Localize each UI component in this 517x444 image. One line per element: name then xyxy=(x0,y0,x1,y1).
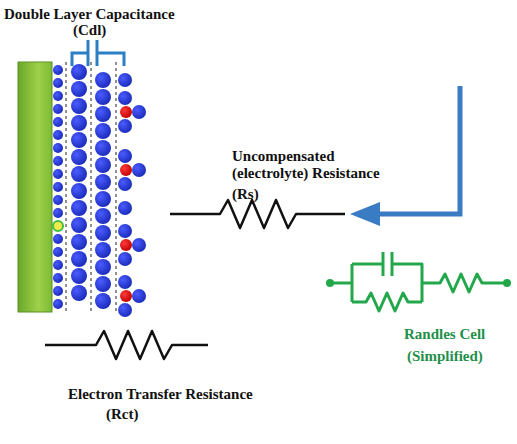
ion-sphere xyxy=(95,140,111,156)
ion-sphere xyxy=(71,132,87,148)
ion-sphere xyxy=(71,149,87,165)
ion-sphere xyxy=(118,252,132,266)
ion-sphere xyxy=(53,195,63,205)
ion-sphere xyxy=(53,130,63,140)
ion-sphere xyxy=(53,234,63,244)
resistance-label: Uncompensated (electrolyte) Resistance xyxy=(232,148,404,182)
ion-spheres xyxy=(53,64,146,317)
ion-sphere xyxy=(53,273,63,283)
ion-sphere xyxy=(118,119,132,133)
resistance-label: Electron Transfer Resistance xyxy=(68,386,253,403)
ion-sphere xyxy=(118,303,132,317)
ion-sphere xyxy=(53,221,63,231)
ion-sphere xyxy=(71,183,87,199)
ion-sphere xyxy=(95,293,111,309)
ion-sphere xyxy=(95,89,111,105)
resistor-symbol xyxy=(170,200,345,228)
ion-sphere xyxy=(71,200,87,216)
ion-sphere xyxy=(53,286,63,296)
ion-sphere xyxy=(132,289,146,303)
ion-sphere xyxy=(53,260,63,270)
ion-sphere xyxy=(132,238,146,252)
capacitance-label: Double Layer Capacitance xyxy=(4,6,175,23)
resistor-symbol xyxy=(45,331,208,359)
ion-sphere xyxy=(71,268,87,284)
ion-sphere xyxy=(53,169,63,179)
ion-sphere xyxy=(53,104,63,114)
ion-sphere xyxy=(53,208,63,218)
ion-sphere xyxy=(53,247,63,257)
ion-sphere xyxy=(95,259,111,275)
diffuse-layer-plane xyxy=(116,62,117,312)
ion-sphere xyxy=(118,91,132,105)
symbol-label: (Rct) xyxy=(106,406,138,423)
ion-sphere xyxy=(53,65,63,75)
ion-sphere xyxy=(71,234,87,250)
pointer-arrow xyxy=(378,86,460,214)
ion-sphere xyxy=(118,73,132,87)
outer-helmholtz-plane xyxy=(91,62,92,312)
ion-sphere xyxy=(120,290,132,302)
ion-sphere xyxy=(53,156,63,166)
circuit-label: (Simplified) xyxy=(407,348,483,365)
ion-sphere xyxy=(95,242,111,258)
ion-sphere xyxy=(120,164,132,176)
randles-circuit xyxy=(330,252,506,311)
ion-sphere xyxy=(95,157,111,173)
ion-sphere xyxy=(71,81,87,97)
ion-sphere xyxy=(71,64,87,80)
ion-sphere xyxy=(95,191,111,207)
ion-sphere xyxy=(95,72,111,88)
ion-sphere xyxy=(71,217,87,233)
ion-sphere xyxy=(132,105,146,119)
ion-sphere xyxy=(118,224,132,238)
ion-sphere xyxy=(53,299,63,309)
ion-sphere xyxy=(95,276,111,292)
ion-sphere xyxy=(118,177,132,191)
symbol-label: (Rs) xyxy=(232,186,259,203)
ion-sphere xyxy=(71,98,87,114)
ion-sphere xyxy=(95,225,111,241)
ion-sphere xyxy=(53,117,63,127)
ion-sphere xyxy=(71,166,87,182)
ion-sphere xyxy=(71,251,87,267)
ion-sphere xyxy=(71,285,87,301)
ion-sphere xyxy=(95,106,111,122)
ion-sphere xyxy=(71,115,87,131)
ion-sphere xyxy=(53,91,63,101)
ion-sphere xyxy=(95,174,111,190)
electrode xyxy=(18,62,52,312)
ion-sphere xyxy=(120,106,132,118)
terminal-dot xyxy=(326,279,334,287)
ion-sphere xyxy=(118,275,132,289)
inner-helmholtz-plane xyxy=(66,62,67,312)
arrow-head xyxy=(350,202,380,226)
terminal-dot xyxy=(503,279,511,287)
ion-sphere xyxy=(95,208,111,224)
ion-sphere xyxy=(53,78,63,88)
ion-sphere xyxy=(95,123,111,139)
ion-sphere xyxy=(132,163,146,177)
ion-sphere xyxy=(53,182,63,192)
ion-sphere xyxy=(120,239,132,251)
ion-sphere xyxy=(118,149,132,163)
ion-sphere xyxy=(53,143,63,153)
ion-sphere xyxy=(118,201,132,215)
symbol-label: (Cdl) xyxy=(73,22,106,39)
circuit-label: Randles Cell xyxy=(404,326,485,343)
